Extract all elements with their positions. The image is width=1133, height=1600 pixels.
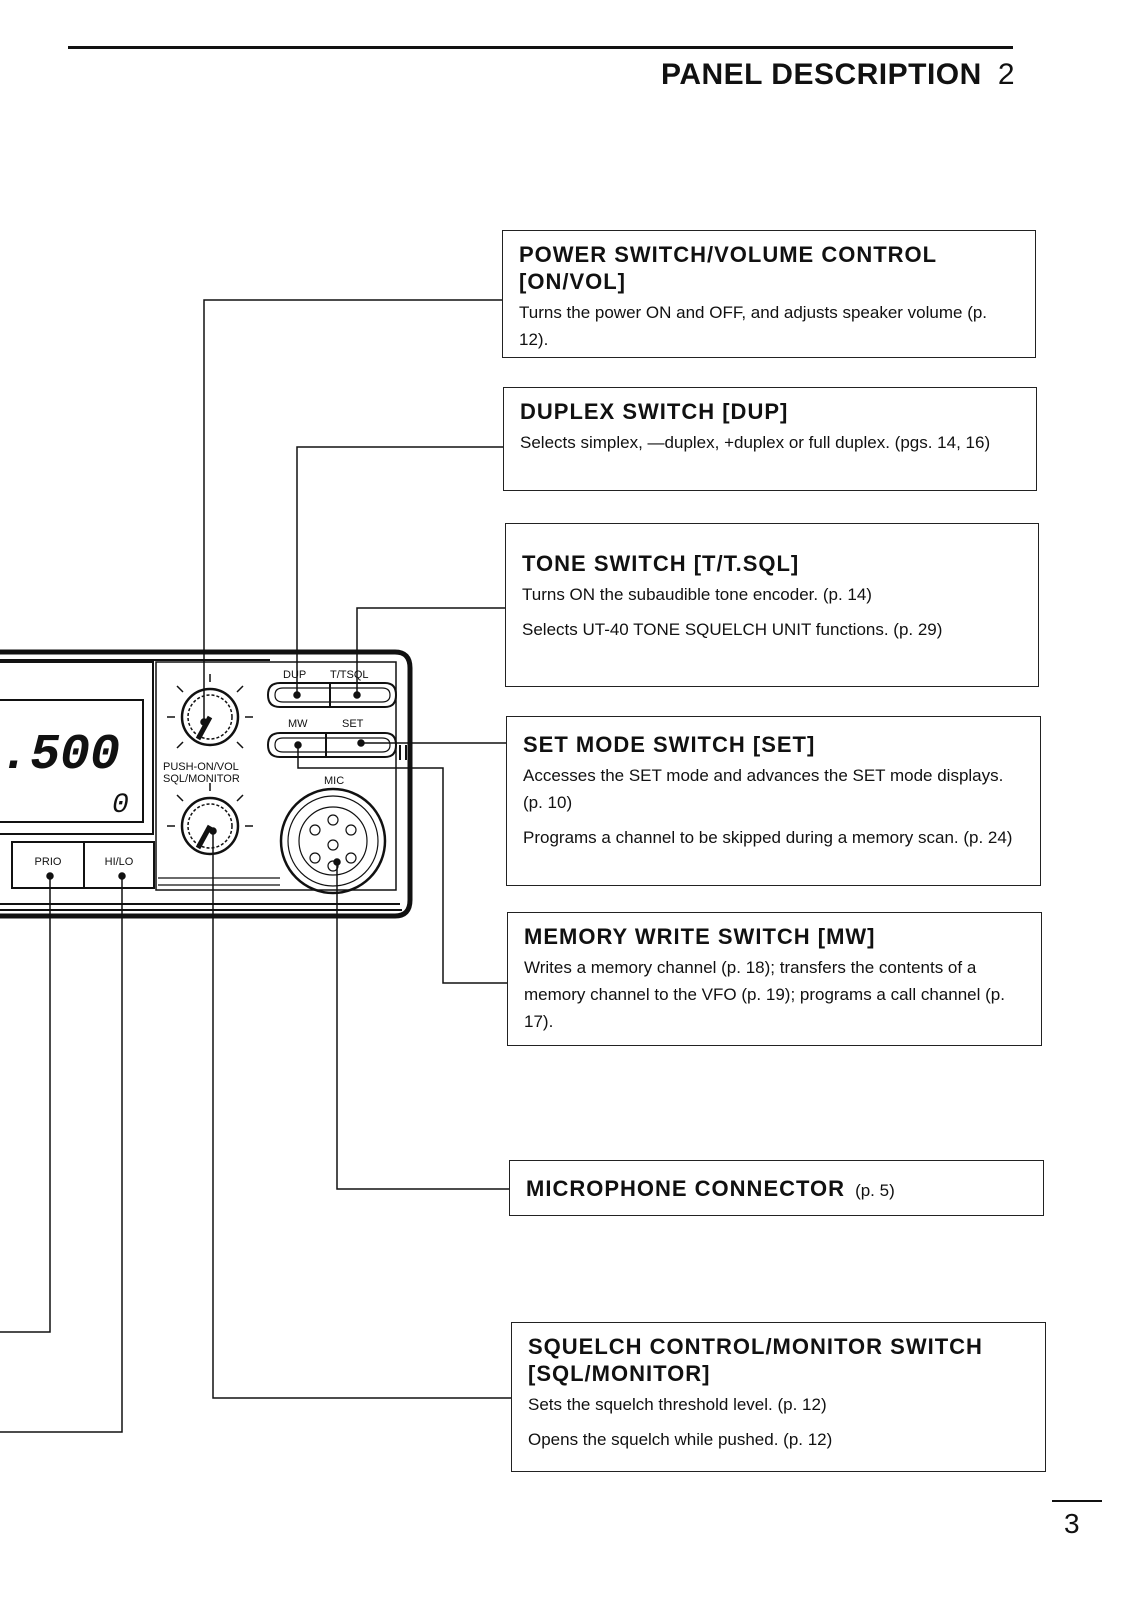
callout-text: Accesses the SET mode and advances the S… — [523, 766, 1004, 812]
callout-set-mode: SET MODE SWITCH [SET] Accesses the SET m… — [506, 716, 1041, 886]
header-rule — [68, 46, 1013, 49]
callout-power-volume: POWER SWITCH/VOLUME CONTROL [ON/VOL] Tur… — [502, 230, 1036, 358]
callout-title: MICROPHONE CONNECTOR (p. 5) — [526, 1175, 1027, 1204]
callout-text: Turns ON the subaudible tone encoder. (p… — [522, 585, 872, 604]
squelch-knob[interactable] — [167, 783, 253, 856]
tsql-label: T/TSQL — [330, 669, 369, 681]
leader-lines — [0, 299, 511, 1433]
callout-title: TONE SWITCH [T/T.SQL] — [522, 551, 800, 576]
callout-microphone: MICROPHONE CONNECTOR (p. 5) — [509, 1160, 1044, 1216]
callout-title: MEMORY WRITE SWITCH [MW] — [524, 924, 876, 949]
callout-text: Writes a memory channel (p. 18); transfe… — [524, 958, 1005, 1031]
page-header: PANEL DESCRIPTION 2 — [0, 58, 1015, 92]
section-number: 2 — [997, 58, 1015, 91]
mw-label: MW — [288, 718, 308, 730]
callout-title: SQUELCH CONTROL/MONITOR SWITCH [SQL/MONI… — [528, 1334, 983, 1386]
vol-label: PUSH-ON/VOL — [163, 761, 239, 773]
dup-tsql-button-pair[interactable] — [266, 682, 398, 708]
callout-duplex: DUPLEX SWITCH [DUP] Selects simplex, —du… — [503, 387, 1037, 491]
hilo-button[interactable]: HI/LO — [83, 841, 155, 889]
header-title: PANEL DESCRIPTION — [661, 58, 982, 91]
callout-title-text: MICROPHONE CONNECTOR — [526, 1176, 846, 1201]
mw-set-button-pair[interactable] — [266, 732, 398, 758]
callout-title: POWER SWITCH/VOLUME CONTROL [ON/VOL] — [519, 242, 937, 294]
page-number: 3 — [1064, 1508, 1080, 1539]
set-label: SET — [342, 718, 364, 730]
callout-text: Turns the power ON and OFF, and adjusts … — [519, 303, 988, 349]
prio-button[interactable]: PRIO — [11, 841, 85, 889]
mic-connector[interactable] — [279, 787, 387, 895]
callout-title: DUPLEX SWITCH [DUP] — [520, 399, 789, 424]
dup-label: DUP — [283, 669, 306, 681]
callout-text: Opens the squelch while pushed. (p. 12) — [528, 1430, 833, 1449]
display-sub-digit: 0 — [112, 790, 129, 821]
display-main-digits: .500 — [0, 727, 120, 784]
callout-ref: (p. 5) — [855, 1181, 895, 1200]
sql-label: SQL/MONITOR — [163, 773, 240, 785]
callout-text: Programs a channel to be skipped during … — [523, 828, 1013, 847]
callout-title: SET MODE SWITCH [SET] — [523, 732, 816, 757]
callout-text: Sets the squelch threshold level. (p. 12… — [528, 1395, 827, 1414]
prio-label: PRIO — [35, 856, 62, 868]
callout-text: Selects simplex, —duplex, +duplex or ful… — [520, 433, 991, 452]
page-number-rule — [1052, 1500, 1102, 1502]
volume-knob[interactable] — [167, 674, 253, 749]
panel-outline — [0, 649, 413, 919]
mic-label: MIC — [324, 775, 344, 787]
hilo-label: HI/LO — [105, 856, 134, 868]
callout-squelch: SQUELCH CONTROL/MONITOR SWITCH [SQL/MONI… — [511, 1322, 1046, 1472]
callout-tone: TONE SWITCH [T/T.SQL] Turns ON the subau… — [505, 523, 1039, 687]
callout-memory-write: MEMORY WRITE SWITCH [MW] Writes a memory… — [507, 912, 1042, 1046]
callout-text: Selects UT-40 TONE SQUELCH UNIT function… — [522, 620, 943, 639]
